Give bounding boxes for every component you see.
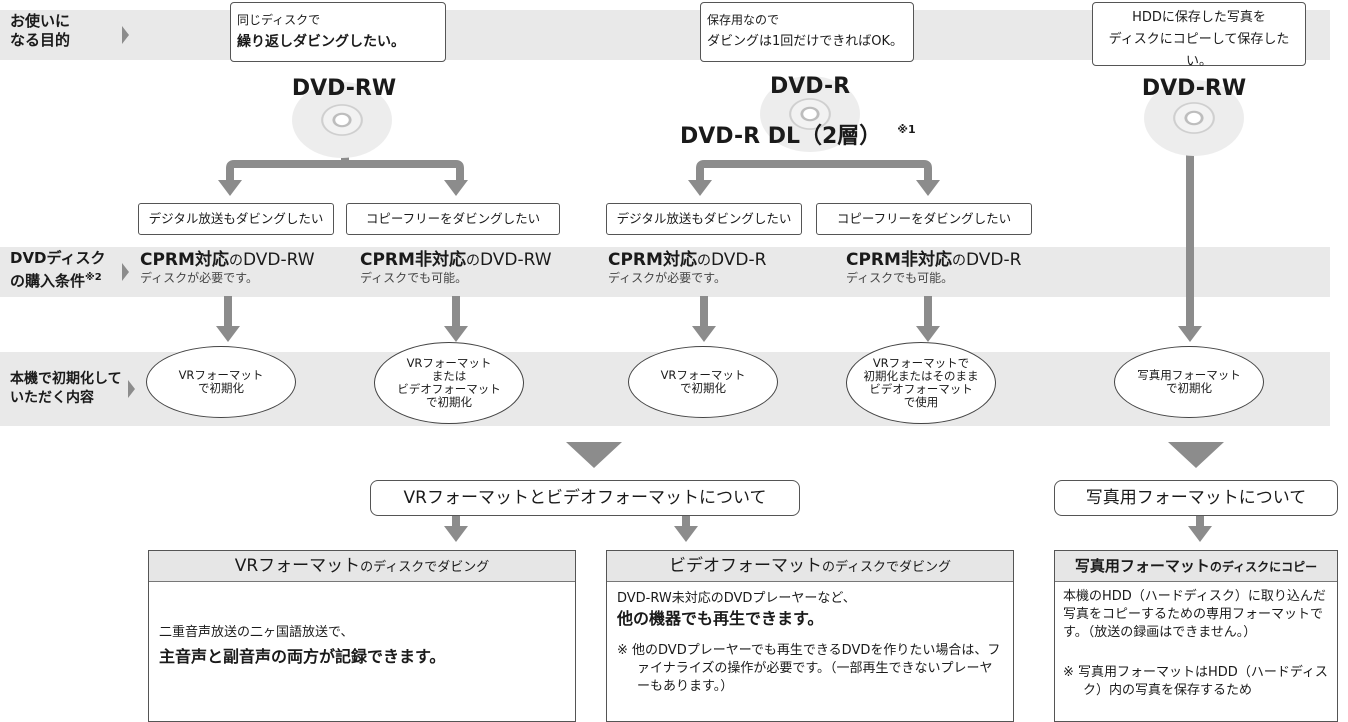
purpose-callout-photo: HDDに保存した写真を ディスクにコピーして保存したい。	[1092, 2, 1306, 69]
panel-video-text: DVD-RW未対応のDVDプレーヤーなど、	[617, 591, 856, 606]
down-triangle-icon	[1168, 442, 1224, 468]
purchase-cprm-r: CPRM対応のDVD-R ディスクが必要です。	[608, 250, 767, 285]
row-label-purchase: DVDディスク の購入条件※2	[10, 249, 106, 290]
panel-video-format: ビデオフォーマットのディスクでダビング DVD-RW未対応のDVDプレーヤーなど…	[606, 550, 1014, 722]
dvd-r-disc-icon	[760, 76, 860, 152]
dvd-rw-photo-disc-icon	[1144, 80, 1244, 156]
chevron-right-icon	[122, 26, 129, 44]
purchase-noncprm-rw: CPRM非対応のDVD-RW ディスクでも可能。	[360, 250, 552, 285]
panel-vr-text: 二重音声放送の二ヶ国語放送で、	[159, 625, 354, 640]
disc-title-dvd-r-dl: DVD-R DL（2層）※1	[680, 123, 916, 149]
format-vr-or-video-use: VRフォーマットで 初期化またはそのまま ビデオフォーマット で使用	[846, 342, 996, 424]
option-copyfree-dubbing-r: コピーフリーをダビングしたい	[816, 203, 1032, 235]
panel-video-highlight: 他の機器でも再生できます。	[617, 609, 824, 628]
panel-photo-text: 本機のHDD（ハードディスク）に取り込んだ写真をコピーするための専用フォーマット…	[1063, 589, 1326, 640]
disc-title-dvd-rw-photo: DVD-RW	[1141, 76, 1247, 101]
purpose-callout-repeat: 同じディスクで 繰り返しダビングしたい。	[230, 2, 446, 62]
chevron-right-icon	[122, 263, 129, 281]
disc-title-dvd-r: DVD-R	[769, 74, 851, 99]
panel-vr-format: VRフォーマットのディスクでダビング 二重音声放送の二ヶ国語放送で、 主音声と副…	[148, 550, 576, 722]
panel-video-heading: ビデオフォーマットのディスクでダビング	[607, 551, 1013, 582]
purchase-noncprm-r: CPRM非対応のDVD-R ディスクでも可能。	[846, 250, 1022, 285]
purpose-callout-once: 保存用なので ダビングは1回だけできればOK。	[700, 2, 914, 62]
panel-photo-format: 写真用フォーマットのディスクにコピー 本機のHDD（ハードディスク）に取り込んだ…	[1054, 550, 1338, 722]
option-digital-dubbing-r: デジタル放送もダビングしたい	[606, 203, 802, 235]
panel-photo-note: ※ 写真用フォーマットはHDD（ハードディスク）内の写真を保存するため	[1063, 665, 1328, 698]
panel-vr-highlight: 主音声と副音声の両方が記録できます。	[159, 647, 446, 666]
about-vr-video-formats[interactable]: VRフォーマットとビデオフォーマットについて	[370, 480, 800, 516]
purchase-band	[0, 247, 1330, 297]
purchase-cprm-rw: CPRM対応のDVD-RW ディスクが必要です。	[140, 250, 315, 285]
panel-photo-heading: 写真用フォーマットのディスクにコピー	[1055, 551, 1337, 582]
about-photo-format[interactable]: 写真用フォーマットについて	[1054, 480, 1338, 516]
format-vr-or-video-init: VRフォーマット または ビデオフォーマット で初期化	[374, 342, 524, 424]
panel-vr-heading: VRフォーマットのディスクでダビング	[149, 551, 575, 582]
panel-video-note: ※ 他のDVDプレーヤーでも再生できるDVDを作りたい場合は、ファイナライズの操…	[617, 643, 1001, 694]
row-label-init: 本機で初期化して いただく内容	[10, 371, 122, 406]
format-photo-init: 写真用フォーマット で初期化	[1114, 346, 1264, 418]
disc-title-dvd-rw: DVD-RW	[291, 76, 397, 101]
format-vr-init-rw: VRフォーマット で初期化	[146, 346, 296, 418]
chevron-right-icon	[128, 380, 135, 398]
option-digital-dubbing-rw: デジタル放送もダビングしたい	[138, 203, 334, 235]
option-copyfree-dubbing-rw: コピーフリーをダビングしたい	[346, 203, 560, 235]
format-vr-init-r: VRフォーマット で初期化	[628, 346, 778, 418]
row-label-purpose: お使いに なる目的	[10, 12, 71, 49]
down-triangle-icon	[566, 442, 622, 468]
dvd-rw-disc-icon	[292, 82, 392, 158]
